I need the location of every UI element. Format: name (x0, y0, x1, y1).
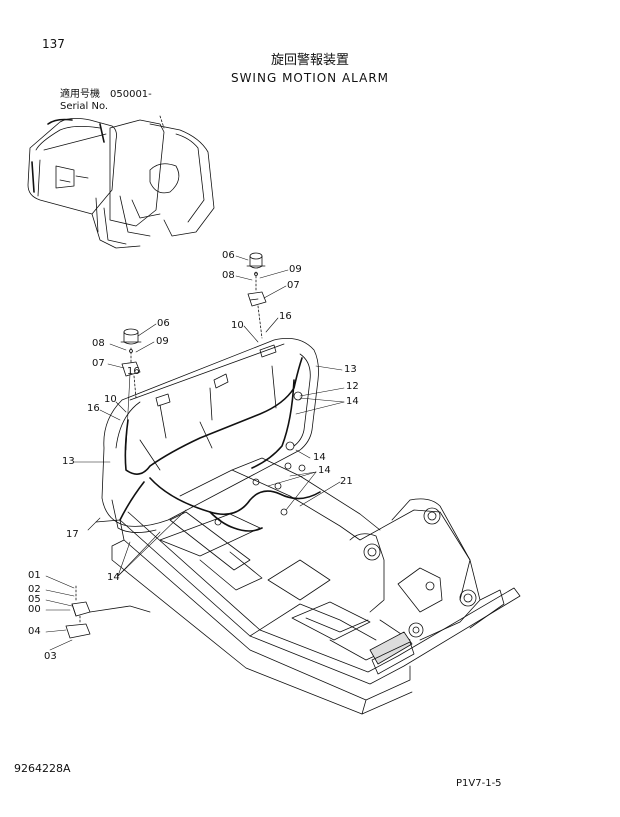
callout-01: 01 (28, 570, 41, 581)
callout-07-left: 07 (92, 358, 105, 369)
callout-10-left: 10 (104, 394, 117, 405)
switch-assembly (65, 585, 151, 639)
callout-12: 12 (346, 381, 359, 392)
counterweight (101, 337, 319, 533)
callout-02: 02 (28, 584, 41, 595)
callout-16-upper: 16 (279, 311, 292, 322)
page-number: 137 (42, 37, 65, 51)
title-japanese: 旋回警報装置 (270, 53, 349, 68)
callout-13-left: 13 (62, 456, 75, 467)
callout-08-left: 08 (92, 338, 105, 349)
callout-06-left: 06 (157, 318, 170, 329)
callout-14-lower: 14 (318, 465, 331, 476)
leader-lines (45, 255, 345, 651)
callout-21: 21 (340, 476, 353, 487)
callout-14-center: 14 (313, 452, 326, 463)
callout-09-upper: 09 (289, 264, 302, 275)
callout-05: 05 (28, 594, 41, 605)
overview-inset (27, 115, 215, 249)
serial-label-japanese: 適用号機 (60, 89, 100, 100)
callout-06-upper: 06 (222, 250, 235, 261)
callout-16-middle: 16 (127, 366, 140, 377)
callout-14-right: 14 (346, 396, 359, 407)
callout-16-left: 16 (87, 403, 100, 414)
document-number: 9264228A (14, 762, 71, 775)
serial-value: 050001- (110, 89, 152, 100)
callout-00: 00 (28, 604, 41, 615)
main-frame (95, 457, 521, 715)
callout-14-left: 14 (107, 572, 120, 583)
callout-04: 04 (28, 626, 41, 637)
title-english: SWING MOTION ALARM (230, 71, 390, 85)
callout-09-left: 09 (156, 336, 169, 347)
serial-label-english: Serial No. (60, 101, 109, 112)
buzzer-assembly-left (120, 328, 142, 399)
callout-10-upper: 10 (231, 320, 244, 331)
callout-17: 17 (66, 529, 79, 540)
callout-08-upper: 08 (222, 270, 235, 281)
callout-03: 03 (44, 651, 57, 662)
page-reference: P1V7-1-5 (456, 778, 502, 789)
callout-07-upper: 07 (287, 280, 300, 291)
callout-13-right: 13 (344, 364, 357, 375)
buzzer-assembly-upper (246, 252, 267, 339)
